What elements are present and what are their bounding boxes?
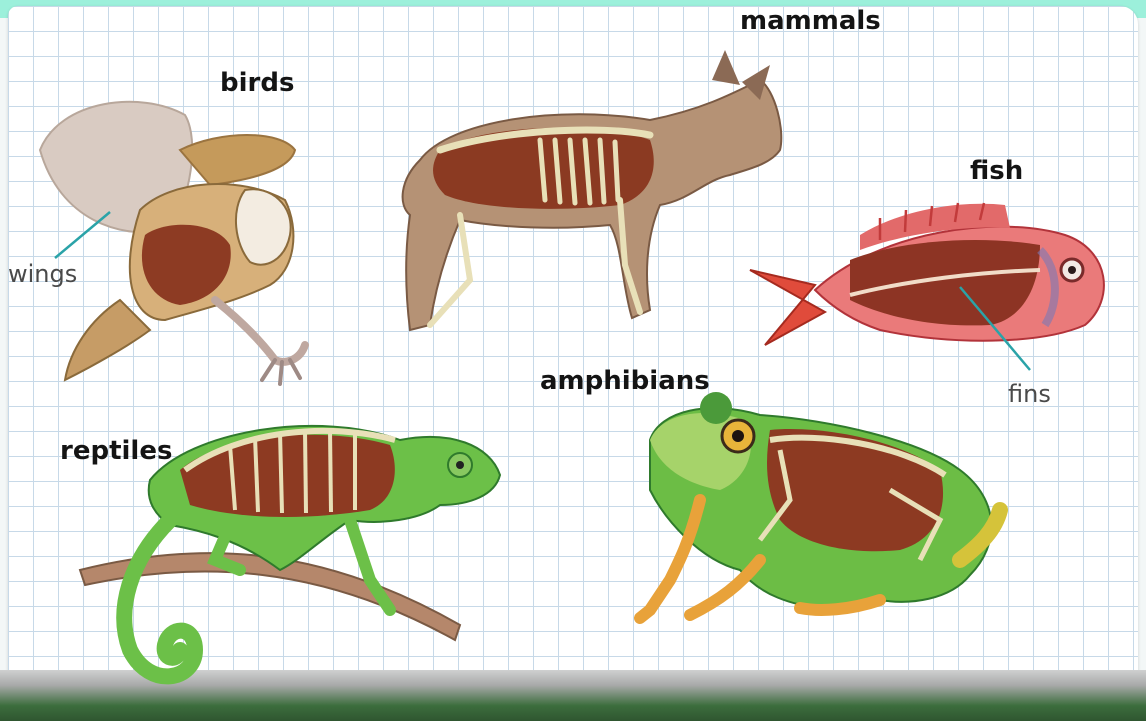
wolf-illustration <box>403 50 782 330</box>
label-mammals: mammals <box>740 6 881 36</box>
owl-illustration <box>40 102 305 384</box>
label-reptiles: reptiles <box>60 436 172 466</box>
wings-callout-line <box>55 212 110 258</box>
frog-illustration <box>640 392 1000 618</box>
label-fish: fish <box>970 156 1023 186</box>
callout-fins: fins <box>1008 380 1051 408</box>
fish-illustration <box>750 203 1104 345</box>
callout-wings: wings <box>8 260 77 288</box>
label-amphibians: amphibians <box>540 366 710 396</box>
label-birds: birds <box>220 68 294 98</box>
